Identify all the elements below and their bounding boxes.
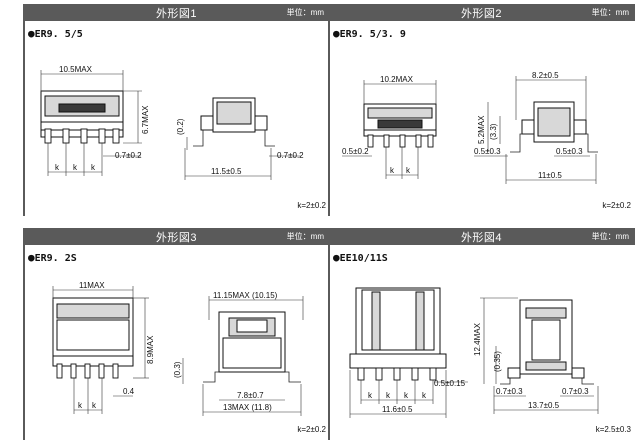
model-name: ●ER9. 5/3. 9 (333, 27, 406, 40)
outline-panel-2: 外形図2 単位：mm ●ER9. 5/3. 9 10.2MAX 0.5±0.2 … (328, 4, 635, 216)
dim-total-width-label: 11.6±0.5 (382, 405, 413, 414)
front-view (363, 103, 437, 148)
panel-title: 外形図4 (460, 232, 503, 244)
dim-pin-label: 0.5±0.15 (434, 379, 466, 388)
panel-header: 外形図3 単位：mm (23, 228, 330, 245)
dim-width-label: 8.2±0.5 (532, 71, 559, 80)
k-note: k=2±0.2 (297, 425, 326, 434)
panel-left-border (328, 245, 330, 440)
dim-total-width-label: 13MAX (11.8) (223, 403, 272, 412)
dim-height-label: 5.2MAX (477, 115, 486, 144)
panel-left-border (328, 21, 330, 216)
outline-drawing-2: 10.2MAX 0.5±0.2 k k 8.2±0.5 5.2MAX (3.3)… (342, 71, 598, 184)
bullet-icon: ● (28, 27, 35, 40)
panel-title: 外形図2 (460, 8, 503, 20)
outline-panel-3: 外形図3 単位：mm ●ER9. 2S 11MAX 8.9MAX k k (23, 228, 330, 440)
side-view (193, 97, 275, 147)
model-label: ER9. 2S (34, 253, 77, 264)
outline-drawing-3: 11MAX 8.9MAX k k 0.4 11.15MAX (10.15) (0… (52, 281, 304, 416)
dim-pin-label: 0.5±0.3 (556, 147, 583, 156)
outline-drawing-1: 10.5MAX 6.7MAX k k k 0.7±0.2 (0.2) (40, 65, 304, 180)
bullet-icon: ● (333, 27, 340, 40)
outline-panel-4: 外形図4 単位：mm ●EE10/11S k k k k 0.5±0.15 (328, 228, 635, 440)
panel-left-border (23, 245, 25, 440)
dim-height-label: 6.7MAX (141, 105, 150, 134)
front-view (349, 287, 447, 381)
model-name: ●ER9. 2S (28, 251, 77, 264)
dim-pin-label: 0.7±0.2 (115, 151, 142, 160)
dim-width-label: 11MAX (79, 281, 105, 290)
dim-height-label: 12.4MAX (473, 322, 482, 356)
dim-k-label: k (422, 391, 427, 400)
dim-k-label: k (406, 166, 411, 175)
dim-pin-label: 0.5±0.3 (474, 147, 501, 156)
panel-header: 外形図4 単位：mm (328, 228, 635, 245)
front-view (52, 297, 134, 379)
dim-pin-label: 0.5±0.2 (342, 147, 369, 156)
dim-k-label: k (92, 401, 97, 410)
dim-gap-label: (0.2) (176, 118, 185, 135)
dim-height-label: (0.35) (493, 351, 502, 372)
side-view (510, 101, 598, 153)
dim-k-label: k (91, 163, 96, 172)
bullet-icon: ● (333, 251, 340, 264)
dim-width-label: 11.15MAX (10.15) (213, 291, 278, 300)
dim-width-label: 10.2MAX (380, 75, 414, 84)
dim-height-label: (3.3) (489, 123, 498, 140)
unit-label: 単位：mm (591, 232, 629, 241)
dim-total-width-label: 13.7±0.5 (528, 401, 560, 410)
model-name: ●ER9. 5/5 (28, 27, 83, 40)
model-label: EE10/11S (339, 253, 388, 264)
k-note: k=2±0.2 (602, 201, 631, 210)
dim-height-label: 8.9MAX (146, 335, 155, 364)
panel-left-border (23, 21, 25, 216)
dim-height-label: (0.3) (173, 361, 182, 378)
unit-label: 単位：mm (286, 232, 324, 241)
dim-total-width-label: 11±0.5 (538, 171, 562, 180)
model-label: ER9. 5/3. 9 (339, 29, 406, 40)
dim-k-label: k (73, 163, 78, 172)
side-view (203, 311, 301, 383)
outline-drawing-4: k k k k 0.5±0.15 11.6±0.5 12.4MAX (0.35)… (349, 287, 599, 418)
outline-panel-1: 外形図1 単位：mm ●ER9. 5/5 10.5MAX 6.7MAX (23, 4, 330, 216)
side-view (500, 299, 594, 385)
panel-title: 外形図1 (155, 8, 198, 20)
panel-header: 外形図2 単位：mm (328, 4, 635, 21)
dim-width-label: 10.5MAX (59, 65, 93, 74)
model-name: ●EE10/11S (333, 251, 388, 264)
panel-title: 外形図3 (155, 232, 198, 244)
dim-k-label: k (55, 163, 60, 172)
panel-header: 外形図1 単位：mm (23, 4, 330, 21)
front-view (40, 90, 124, 144)
unit-label: 単位：mm (286, 8, 324, 17)
dim-pin-label: 0.7±0.2 (277, 151, 304, 160)
model-label: ER9. 5/5 (34, 29, 83, 40)
dim-k-label: k (390, 166, 395, 175)
dim-pin-label: 0.7±0.3 (496, 387, 523, 396)
dim-k-label: k (386, 391, 391, 400)
bullet-icon: ● (28, 251, 35, 264)
dim-pin-label: 0.7±0.3 (562, 387, 589, 396)
dim-k-label: k (368, 391, 373, 400)
dim-width-label: 7.8±0.7 (237, 391, 264, 400)
dim-pin-label: 0.4 (123, 387, 135, 396)
unit-label: 単位：mm (591, 8, 629, 17)
k-note: k=2.5±0.3 (595, 425, 631, 434)
k-note: k=2±0.2 (297, 201, 326, 210)
dim-total-width-label: 11.5±0.5 (211, 167, 242, 176)
dim-k-label: k (404, 391, 409, 400)
dim-k-label: k (78, 401, 83, 410)
